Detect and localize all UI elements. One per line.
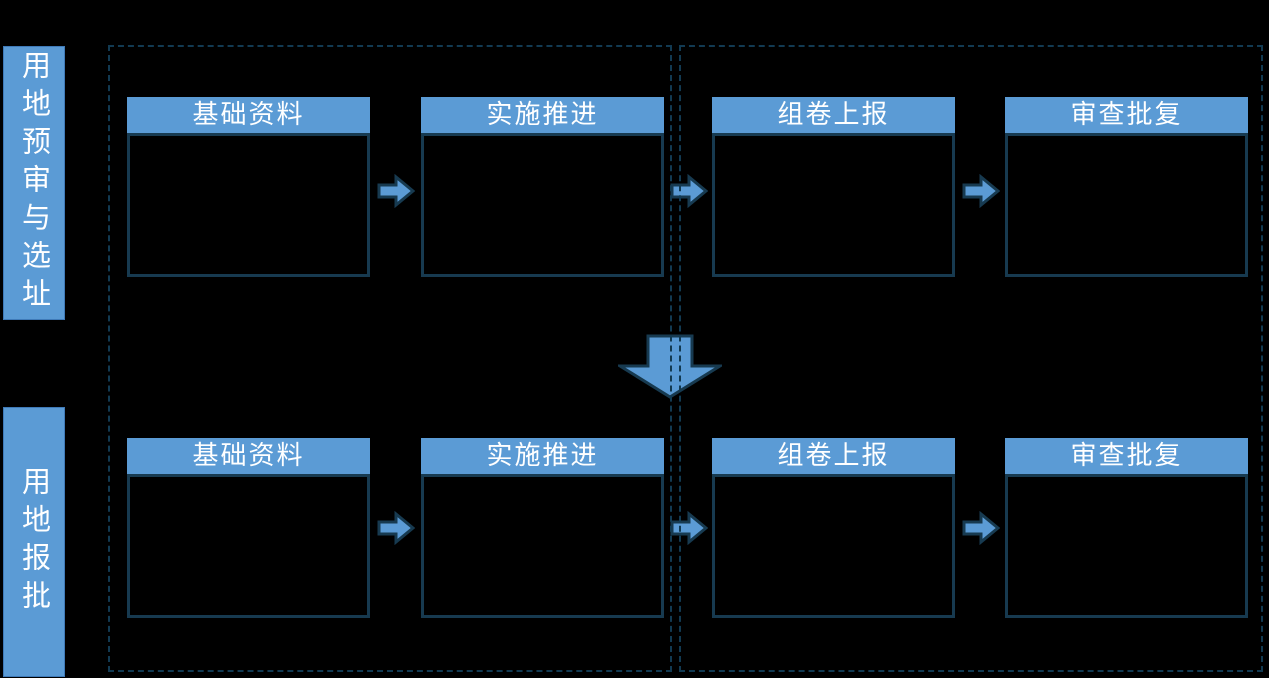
phase-label-pre-review-and-siting: 用地预审与选址 [3, 46, 65, 320]
stage-box: 实施推进 [421, 97, 664, 277]
stage-title: 实施推进 [421, 97, 664, 133]
stage-box: 审查批复 [1005, 438, 1248, 618]
stage-title: 组卷上报 [712, 438, 955, 474]
phase-label-land-approval: 用地报批 [3, 407, 65, 677]
stage-title: 基础资料 [127, 438, 370, 474]
stage-content-area [127, 474, 370, 618]
right-arrow-icon [962, 511, 1000, 545]
stage-title: 实施推进 [421, 438, 664, 474]
stage-box: 组卷上报 [712, 97, 955, 277]
stage-box: 实施推进 [421, 438, 664, 618]
stage-content-area [421, 133, 664, 277]
right-arrow-icon [377, 511, 415, 545]
right-arrow-icon [670, 174, 708, 208]
stage-title: 审查批复 [1005, 438, 1248, 474]
stage-content-area [421, 474, 664, 618]
stage-content-area [127, 133, 370, 277]
stage-title: 审查批复 [1005, 97, 1248, 133]
stage-content-area [712, 133, 955, 277]
right-arrow-icon [670, 511, 708, 545]
stage-box: 基础资料 [127, 438, 370, 618]
stage-box: 基础资料 [127, 97, 370, 277]
stage-title: 组卷上报 [712, 97, 955, 133]
stage-content-area [1005, 474, 1248, 618]
stage-content-area [1005, 133, 1248, 277]
down-arrow-icon [618, 334, 722, 399]
stage-box: 组卷上报 [712, 438, 955, 618]
right-arrow-icon [962, 174, 1000, 208]
stage-box: 审查批复 [1005, 97, 1248, 277]
stage-title: 基础资料 [127, 97, 370, 133]
right-arrow-icon [377, 174, 415, 208]
stage-content-area [712, 474, 955, 618]
